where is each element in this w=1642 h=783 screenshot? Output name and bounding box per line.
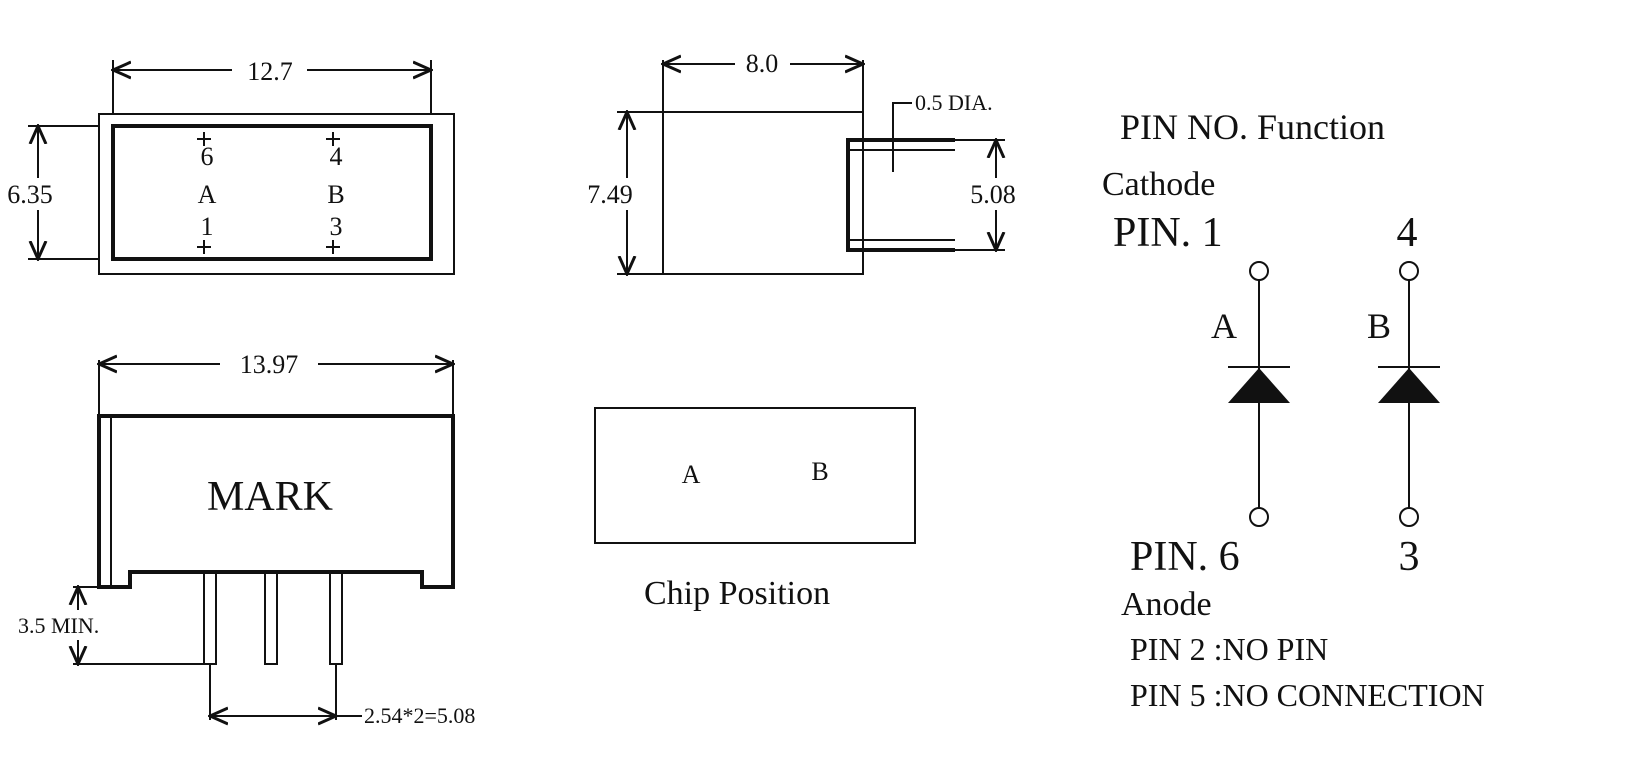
top-view-outer-body: [98, 113, 455, 275]
chip-position-b: B: [811, 457, 828, 486]
front-view-body: [97, 414, 455, 589]
top-pin-6-label: 6: [201, 142, 214, 171]
front-view: 13.97 MARK 3.5 MIN. 2.54*2=5.08: [18, 350, 475, 728]
top-height-label: 6.35: [7, 180, 53, 209]
top-pin-4-label: 4: [330, 142, 343, 171]
note-pin-2: PIN 2 :NO PIN: [1130, 631, 1328, 667]
diode-b-triangle: [1378, 368, 1440, 403]
side-view: 8.0 7.49 0.5 DIA. 5.08: [587, 49, 1016, 274]
top-view-inner-body: [111, 124, 433, 261]
mark-text: MARK: [207, 474, 333, 520]
pin-6-terminal: [1249, 507, 1269, 527]
pin-3-terminal: [1399, 507, 1419, 527]
chip-position-a: A: [682, 460, 701, 489]
side-width-label: 8.0: [746, 49, 779, 78]
anode-pin-6-label: PIN. 6: [1130, 534, 1240, 580]
top-pin-1-label: 1: [201, 212, 214, 241]
top-chip-b-label: B: [327, 180, 344, 209]
diode-a-label: A: [1211, 306, 1237, 346]
anode-pin-3-label: 3: [1399, 534, 1420, 580]
side-view-body: [662, 111, 864, 275]
chip-position-box: [594, 407, 916, 544]
front-lead-3: [329, 571, 343, 665]
front-lead-1: [203, 571, 217, 665]
side-lead-bracket: [846, 138, 955, 252]
diode-b-label: B: [1367, 306, 1391, 346]
pin-4-terminal: [1399, 261, 1419, 281]
chip-position-caption: Chip Position: [644, 575, 830, 612]
top-width-label: 12.7: [247, 57, 293, 86]
side-spacing-label: 5.08: [970, 180, 1016, 209]
note-pin-5: PIN 5 :NO CONNECTION: [1130, 677, 1485, 713]
top-chip-a-label: A: [198, 180, 217, 209]
pin-1-terminal: [1249, 261, 1269, 281]
chip-position: A B Chip Position: [594, 407, 916, 612]
top-view: 12.7 6.35 6 4 A B 1 3: [7, 57, 455, 275]
schematic: PIN NO. Function Cathode PIN. 1 4 A B PI…: [1102, 107, 1485, 713]
lead-dia-leader: [892, 102, 912, 172]
cathode-label: Cathode: [1102, 166, 1215, 203]
cathode-pin-1-label: PIN. 1: [1113, 210, 1223, 256]
cathode-pin-4-label: 4: [1397, 210, 1418, 256]
diode-a-triangle: [1228, 368, 1290, 403]
top-pin-3-label: 3: [330, 212, 343, 241]
anode-label: Anode: [1121, 586, 1212, 623]
side-height-label: 7.49: [587, 180, 633, 209]
front-width-label: 13.97: [240, 350, 299, 379]
front-lead-2: [264, 571, 278, 665]
lead-dia-label: 0.5 DIA.: [915, 90, 993, 115]
pin-function-heading: PIN NO. Function: [1120, 107, 1385, 147]
pitch-label: 2.54*2=5.08: [364, 703, 475, 728]
lead-length-label: 3.5 MIN.: [18, 613, 99, 638]
